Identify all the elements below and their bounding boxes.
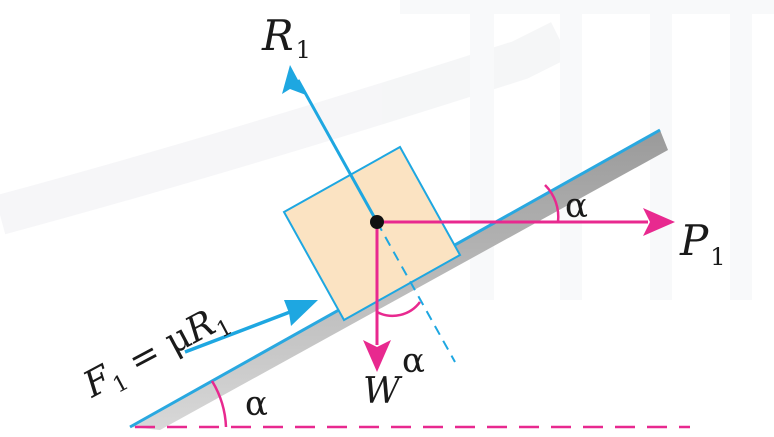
angle-arc-force: [544, 184, 560, 223]
applied-force-label: P1: [679, 216, 726, 271]
centre-of-mass-dot: [370, 215, 384, 229]
block: [282, 145, 462, 322]
applied-force-arrow-head: [643, 208, 675, 236]
background-structure: [0, 0, 774, 300]
normal-force-arrow-shaft: [296, 79, 379, 223]
friction-arrow-shaft: [184, 310, 291, 354]
angle-force-label: α: [565, 186, 588, 226]
weight-label: W: [363, 371, 403, 412]
angle-incline-label: α: [245, 384, 268, 424]
normal-force-label: R1: [261, 11, 311, 64]
normal-dashed-extension: [376, 221, 456, 363]
weight-arrow-head: [363, 340, 391, 372]
friction-arrow-head: [284, 300, 318, 326]
angle-weight-label: α: [402, 341, 425, 381]
angle-arc-weight: [376, 301, 422, 318]
normal-force-arrow-head: [282, 65, 306, 95]
angle-arc-incline: [210, 380, 228, 428]
